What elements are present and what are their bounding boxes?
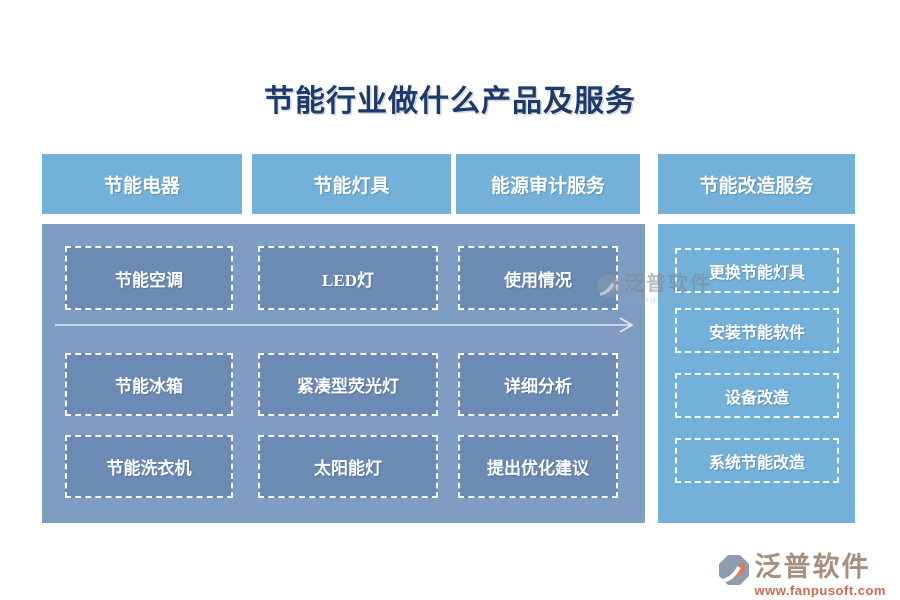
- main-item: 详细分析: [458, 353, 618, 416]
- side-item: 系统节能改造: [675, 438, 839, 483]
- main-item: 节能洗衣机: [65, 435, 233, 498]
- side-panel: 更换节能灯具 安装节能软件 设备改造 系统节能改造: [658, 224, 855, 523]
- header-energy-saving-lamps: 节能灯具: [252, 154, 451, 214]
- header-energy-saving-appliances: 节能电器: [42, 154, 242, 214]
- main-item: 紧凑型荧光灯: [258, 353, 438, 416]
- fanpu-logo: 泛普软件 www.fanpusoft.com: [718, 554, 886, 598]
- main-item: 提出优化建议: [458, 435, 618, 498]
- main-item: 节能冰箱: [65, 353, 233, 416]
- logo-name: 泛普软件: [754, 552, 871, 582]
- side-item: 设备改造: [675, 373, 839, 418]
- main-item: 使用情况: [458, 246, 618, 310]
- logo-url: www.fanpusoft.com: [754, 583, 886, 598]
- header-energy-audit-service: 能源审计服务: [456, 154, 640, 214]
- flow-arrow-right-icon: [55, 317, 634, 333]
- main-item: 太阳能灯: [258, 435, 438, 498]
- page-title: 节能行业做什么产品及服务: [264, 85, 636, 118]
- main-panel: 节能空调 LED灯 使用情况 节能冰箱 紧凑型荧光灯 详细分析 节能洗衣机 太阳…: [42, 224, 645, 523]
- side-item: 安装节能软件: [675, 308, 839, 353]
- side-item: 更换节能灯具: [675, 248, 839, 293]
- main-item: LED灯: [258, 246, 438, 310]
- header-energy-retrofit-service: 节能改造服务: [658, 154, 855, 214]
- main-item: 节能空调: [65, 246, 233, 310]
- fanpu-gem-icon: [718, 554, 750, 591]
